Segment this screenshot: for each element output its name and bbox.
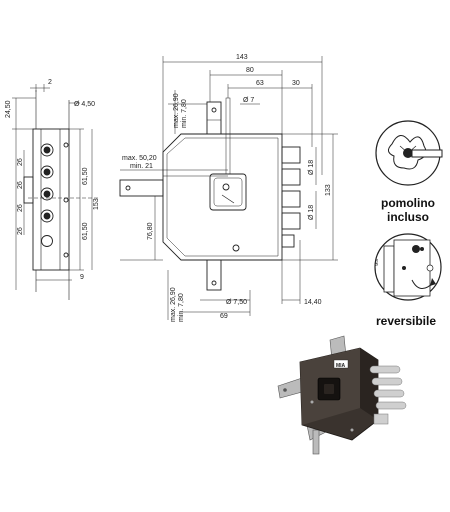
dim-bolt-pitch: 26 xyxy=(17,227,24,235)
dim-bolt-pitch: 26 xyxy=(17,181,24,189)
chrome-bolt xyxy=(369,365,401,374)
bolt xyxy=(281,146,301,164)
top-bracket xyxy=(206,101,222,135)
bolt xyxy=(281,190,301,208)
lock-body-outline xyxy=(162,133,283,261)
knob-inset xyxy=(375,120,443,186)
dim-spindle-diameter: Ø 7 xyxy=(243,97,254,104)
dim-bracket-top-min: min. 7,80 xyxy=(181,99,188,128)
faceplate-drawing xyxy=(12,84,100,300)
dim-bolt-projection: 14,40 xyxy=(304,299,322,306)
dim-bracket-bottom-max: max. 26,90 xyxy=(170,287,177,322)
dim-bolt-pitch: 26 xyxy=(17,158,24,166)
dim-width-63: 63 xyxy=(256,80,264,87)
knob-included-label: pomolino incluso xyxy=(381,196,435,224)
bolt xyxy=(281,212,301,230)
chrome-bolt xyxy=(375,401,407,410)
dim-upper-half: 61,50 xyxy=(82,167,89,185)
chrome-bolt xyxy=(371,377,403,386)
dim-bracket-bottom-min: min. 7,80 xyxy=(178,293,185,322)
dim-lower-half: 61,50 xyxy=(82,222,89,240)
dim-total-height: 153 xyxy=(93,198,100,210)
bolt-hole xyxy=(40,187,54,201)
dim-width-total: 143 xyxy=(236,54,248,61)
reversible-label: reversibile xyxy=(375,314,437,328)
brand-badge xyxy=(333,359,349,369)
brand-badge-text: MIA xyxy=(336,363,346,369)
bolt-hole xyxy=(40,165,54,179)
latch-bolt-photo xyxy=(373,413,389,425)
lock-body-drawing xyxy=(119,56,338,320)
screw-hole xyxy=(63,197,69,203)
reversible-lock-icon xyxy=(393,239,431,297)
dim-top-offset: 2 xyxy=(48,79,52,86)
dim-backset-max: max. 50,20 xyxy=(122,155,157,162)
dim-width-80: 80 xyxy=(246,67,254,74)
dim-bolt-diameter: Ø 18 xyxy=(308,160,315,175)
latch-bolt xyxy=(281,234,295,248)
reversible-inset: MIA xyxy=(374,233,442,301)
bolt-hole xyxy=(40,143,54,157)
chrome-bolt xyxy=(373,389,405,398)
svg-text:MIA: MIA xyxy=(374,259,379,266)
left-mounting-plate xyxy=(119,179,164,197)
screw-hole xyxy=(63,252,69,258)
bolt xyxy=(281,168,301,186)
dim-bracket-top-max: max. 26,90 xyxy=(173,93,180,128)
dim-width-30: 30 xyxy=(292,80,300,87)
dim-hole-diameter: Ø 4,50 xyxy=(74,101,95,108)
dim-top-height: 24,50 xyxy=(5,100,12,118)
faceplate-outline xyxy=(32,128,70,271)
dim-center-76: 76,80 xyxy=(147,222,154,240)
dim-bottom-offset: 9 xyxy=(80,274,84,281)
dim-bottom-69: 69 xyxy=(220,313,228,320)
bottom-bracket xyxy=(206,259,222,291)
latch-hole xyxy=(41,235,53,247)
dim-backset-min: min. 21 xyxy=(130,163,153,170)
latch-spindle-hole xyxy=(232,244,240,252)
dim-height-133: 133 xyxy=(325,184,332,196)
dim-bottom-hole-diameter: Ø 7,50 xyxy=(226,299,247,306)
bolt-hole xyxy=(40,209,54,223)
dim-bolt-diameter: Ø 18 xyxy=(308,205,315,220)
dim-bolt-pitch: 26 xyxy=(17,204,24,212)
cylinder-housing xyxy=(209,173,247,211)
screw-hole xyxy=(63,142,69,148)
lock-product-photo: MIA xyxy=(277,335,407,455)
latch-tongue xyxy=(23,176,34,204)
